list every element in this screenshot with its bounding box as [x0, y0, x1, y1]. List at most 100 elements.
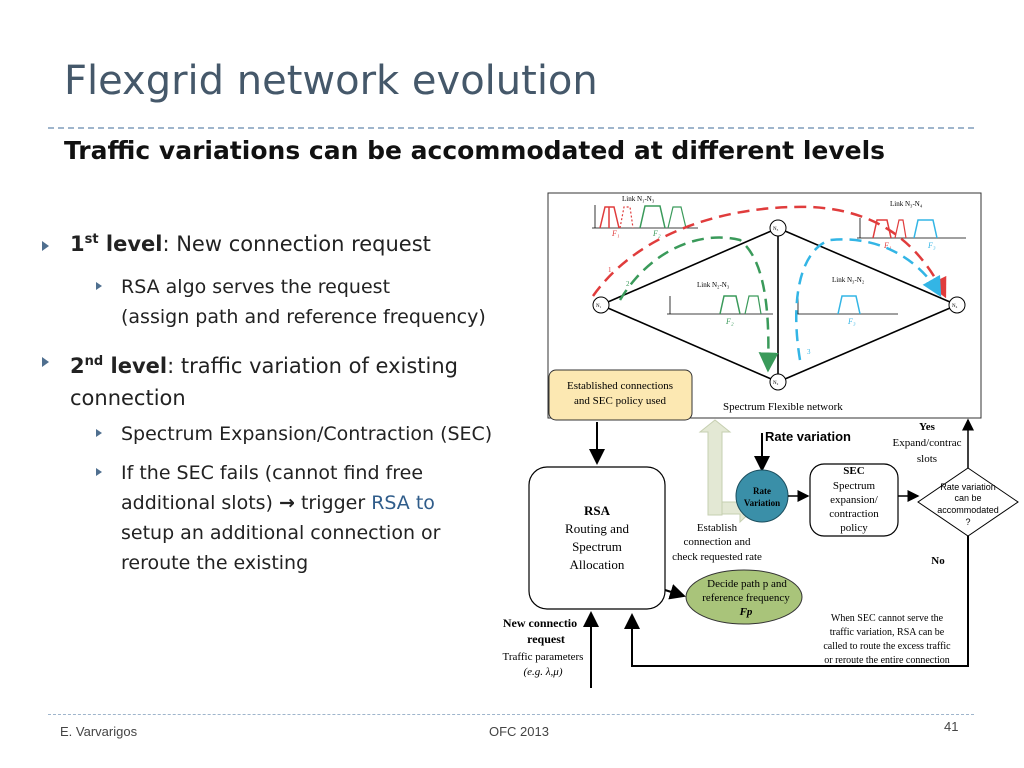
svg-text:N₃: N₃: [773, 227, 779, 232]
rate-variation-node: [735, 469, 789, 523]
bullet-1-text: : New connection request: [162, 232, 431, 256]
sec-line: policy: [840, 522, 868, 534]
svg-text:N₁: N₁: [596, 304, 602, 309]
sub-bullet-triangle-icon: [96, 468, 102, 476]
established-line: Established connections: [567, 380, 673, 392]
footer-author: E. Varvarigos: [60, 724, 138, 739]
yes-note: slots: [917, 453, 937, 465]
freq-label: F₃: [927, 241, 936, 250]
bullet-triangle-icon: [42, 241, 49, 251]
node-n3: N₃: [769, 219, 787, 237]
decide-line: Decide path p and: [707, 578, 787, 590]
link-label: Link N₂-N₃: [697, 281, 730, 289]
node-n1: N₁: [592, 296, 610, 314]
traffic-params-line: (e.g. λ,μ): [524, 666, 563, 678]
title-divider: [48, 127, 974, 129]
sec-line: Spectrum: [833, 480, 876, 492]
bullet-level-2: 2nd level: traffic variation of existing…: [42, 346, 459, 414]
flexgrid-diagram: Link N₁-N₃ F₁ F₂ Link N₃-N₄ F₁ F₃ Link N…: [503, 192, 1019, 688]
establish-note: Establish: [697, 522, 738, 534]
network-links: [600, 227, 958, 383]
sec-fail-note: or reroute the entire connection: [824, 655, 950, 666]
sec-fail-note: When SEC cannot serve the: [831, 613, 944, 624]
traffic-params-line: Traffic parameters: [503, 651, 584, 663]
bullet-2-text: : traffic variation of existing: [167, 354, 459, 378]
sec-title: SEC: [843, 465, 864, 477]
path-number: 2: [626, 280, 630, 288]
decision-line: can be: [954, 493, 981, 503]
established-line: and SEC policy used: [574, 395, 666, 407]
sub-bullet-triangle-icon: [96, 429, 102, 437]
freq-label: F₂: [725, 317, 734, 326]
yes-label: Yes: [919, 421, 936, 433]
footer-venue: OFC 2013: [489, 724, 549, 739]
sub-bullet-line: (assign path and reference frequency): [121, 306, 486, 328]
sub-bullet-line: setup an additional connection or: [121, 522, 441, 544]
new-connection-line: request: [527, 632, 565, 646]
svg-text:N₄: N₄: [952, 304, 958, 309]
bullet-1-sub-1: RSA algo serves the request (assign path…: [96, 272, 486, 332]
footer-divider: [48, 714, 974, 715]
link-label: Link N₃-N₂: [832, 276, 865, 284]
path-2-green: [618, 236, 779, 373]
sub-bullet-triangle-icon: [96, 282, 102, 290]
rate-variation-node-line: Variation: [744, 498, 780, 508]
bullet-level-1: 1st level: New connection request: [42, 232, 431, 256]
bullet-2-sub-1: Spectrum Expansion/Contraction (SEC): [96, 419, 493, 449]
rate-variation-label: Rate variation: [765, 429, 851, 444]
decide-path-ellipse: [685, 569, 803, 625]
rate-variation-node-line: Rate: [753, 486, 771, 496]
slide-subtitle: Traffic variations can be accommodated a…: [64, 136, 886, 165]
new-connection-line: New connectio: [503, 616, 577, 630]
node-n4: N₄: [948, 296, 966, 314]
path-number: 3: [807, 348, 811, 356]
sec-line: contraction: [829, 508, 879, 520]
sec-line: expansion/: [830, 494, 879, 506]
bullet-2-text-line2: connection: [70, 386, 186, 410]
establish-note: connection and: [684, 536, 751, 548]
sub-bullet-text: trigger: [294, 492, 372, 514]
freq-label: F₂: [652, 229, 661, 238]
decision-line: Rate variation: [940, 482, 996, 492]
link-label: Link N₁-N₃: [622, 195, 655, 203]
rsa-highlight: RSA to: [371, 492, 435, 514]
rsa-line: Routing and: [565, 521, 629, 536]
sub-bullet-line: If the SEC fails (cannot find free: [121, 462, 424, 484]
decision-line: ?: [965, 517, 970, 527]
sec-box: [809, 463, 899, 537]
rsa-title: RSA: [584, 503, 611, 518]
network-caption: Spectrum Flexible network: [723, 401, 843, 413]
sub-bullet-text: additional slots): [121, 492, 280, 514]
rsa-box: [528, 466, 666, 610]
spectrum-plot-n2-n3: Link N₂-N₃ F₂: [667, 281, 773, 326]
decide-line: Fp: [739, 606, 753, 618]
up-arrow-shape: [698, 419, 732, 516]
decide-line: reference frequency: [702, 592, 790, 604]
sub-bullet-line: reroute the existing: [121, 552, 309, 574]
link-label: Link N₃-N₄: [890, 200, 923, 208]
freq-label: F₁: [883, 241, 892, 250]
bullet-2-level: level: [103, 354, 168, 378]
rsa-line: Spectrum: [572, 539, 622, 554]
bullet-2-strong: 2: [70, 354, 85, 378]
bullet-triangle-icon: [42, 357, 49, 367]
yes-note: Expand/contrac: [892, 437, 961, 449]
rsa-line: Allocation: [570, 557, 625, 572]
no-label: No: [931, 555, 945, 567]
bullet-1-strong: 1: [70, 232, 85, 256]
sub-bullet-line: RSA algo serves the request: [121, 276, 391, 298]
svg-text:N₂: N₂: [773, 381, 779, 386]
establish-note: check requested rate: [672, 551, 762, 563]
arrow-icon: →: [279, 492, 295, 514]
node-n2: N₂: [769, 373, 787, 391]
established-connections-box: [548, 369, 693, 421]
spectrum-plot-n3-n2b: Link N₃-N₂ F₃: [795, 276, 898, 326]
bullet-2-sup: nd: [84, 354, 104, 369]
bullet-1-level: level: [98, 232, 163, 256]
sec-fail-note: traffic variation, RSA can be: [830, 627, 945, 638]
decision-line: accommodated: [937, 505, 999, 515]
freq-label: F₁: [611, 229, 620, 238]
page-number: 41: [944, 719, 959, 734]
sub-bullet-line: Spectrum Expansion/Contraction (SEC): [121, 423, 493, 445]
freq-label: F₃: [847, 317, 856, 326]
